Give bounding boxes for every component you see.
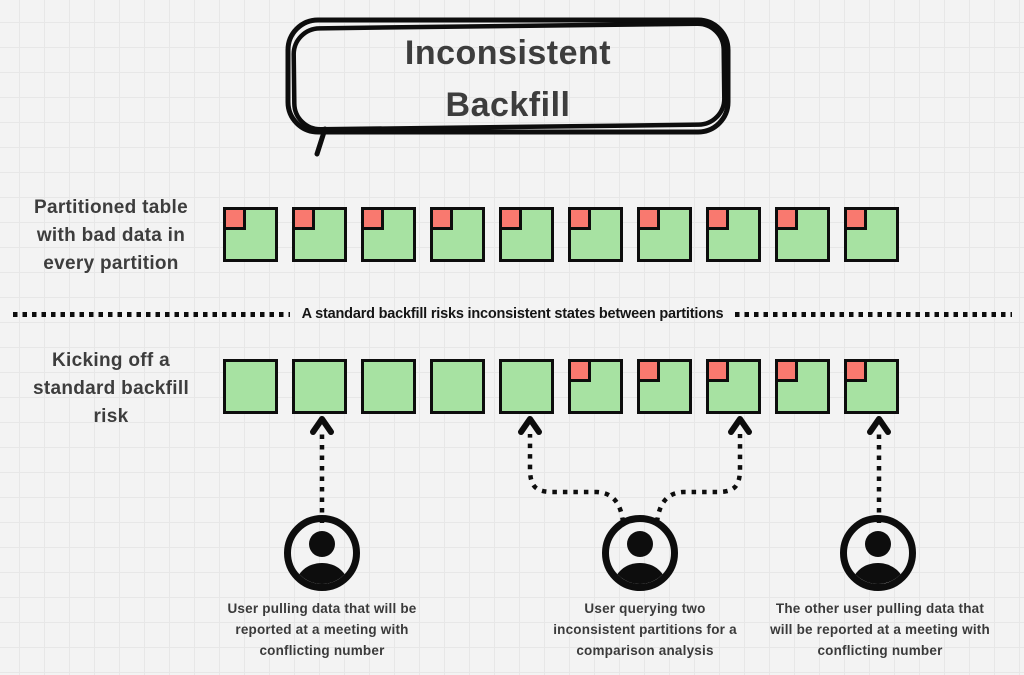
user-caption-3: The other user pulling data that will be… (770, 601, 990, 658)
arrow-user2-to-partition8 (654, 434, 743, 523)
bad-data-corner (223, 207, 246, 230)
partition-square-bad (775, 207, 830, 262)
user-icon-2 (602, 515, 678, 591)
user-caption-1: User pulling data that will be reported … (227, 601, 417, 658)
bad-data-corner (844, 359, 867, 382)
arrowhead-partition5 (518, 416, 542, 435)
bad-data-corner (775, 359, 798, 382)
partition-square-clean (292, 359, 347, 414)
row-label-partitioned-table: Partitioned table with bad data in every… (34, 197, 188, 274)
partition-square-bad (430, 207, 485, 262)
user-icon-3 (840, 515, 916, 591)
partition-square-bad (706, 359, 761, 414)
partition-square-bad (292, 207, 347, 262)
title-line-2: Backfill (445, 86, 571, 124)
divider-dots-right (735, 311, 1013, 317)
partition-square-bad (499, 207, 554, 262)
divider-dots-left (13, 311, 290, 317)
bad-data-corner (292, 207, 315, 230)
partition-row-backfill (223, 359, 913, 414)
partition-square-bad (844, 207, 899, 262)
bad-data-corner (844, 207, 867, 230)
partition-square-bad (637, 359, 692, 414)
partition-square-clean (361, 359, 416, 414)
user-icon-1 (284, 515, 360, 591)
partition-square-bad (568, 359, 623, 414)
partition-square-clean (223, 359, 278, 414)
bad-data-corner (499, 207, 522, 230)
arrow-user2-to-partition5 (527, 434, 626, 523)
row-label-backfill-risk: Kicking off a standard backfill risk (32, 350, 190, 427)
title-line-1: Inconsistent (404, 34, 612, 72)
partition-square-bad (223, 207, 278, 262)
partition-square-bad (361, 207, 416, 262)
bad-data-corner (430, 207, 453, 230)
arrowhead-partition2 (310, 416, 334, 435)
partition-square-clean (499, 359, 554, 414)
bad-data-corner (706, 359, 729, 382)
arrowhead-partition8 (728, 416, 752, 435)
partition-square-bad (637, 207, 692, 262)
partition-square-bad (775, 359, 830, 414)
divider: A standard backfill risks inconsistent s… (13, 305, 1013, 323)
partition-square-bad (844, 359, 899, 414)
bad-data-corner (568, 359, 591, 382)
page-title: Inconsistent Backfill (278, 8, 738, 148)
partition-row-original (223, 207, 913, 262)
partition-square-bad (568, 207, 623, 262)
hand-drawn-frame (285, 17, 731, 157)
bad-data-corner (568, 207, 591, 230)
bad-data-corner (706, 207, 729, 230)
bad-data-corner (775, 207, 798, 230)
partition-square-clean (430, 359, 485, 414)
partition-square-bad (706, 207, 761, 262)
bad-data-corner (361, 207, 384, 230)
user-caption-2: User querying two inconsistent partition… (553, 601, 737, 658)
arrowhead-partition10 (867, 416, 891, 435)
bad-data-corner (637, 207, 660, 230)
title-frame: Inconsistent Backfill (278, 8, 738, 157)
divider-label: A standard backfill risks inconsistent s… (301, 306, 724, 322)
bad-data-corner (637, 359, 660, 382)
